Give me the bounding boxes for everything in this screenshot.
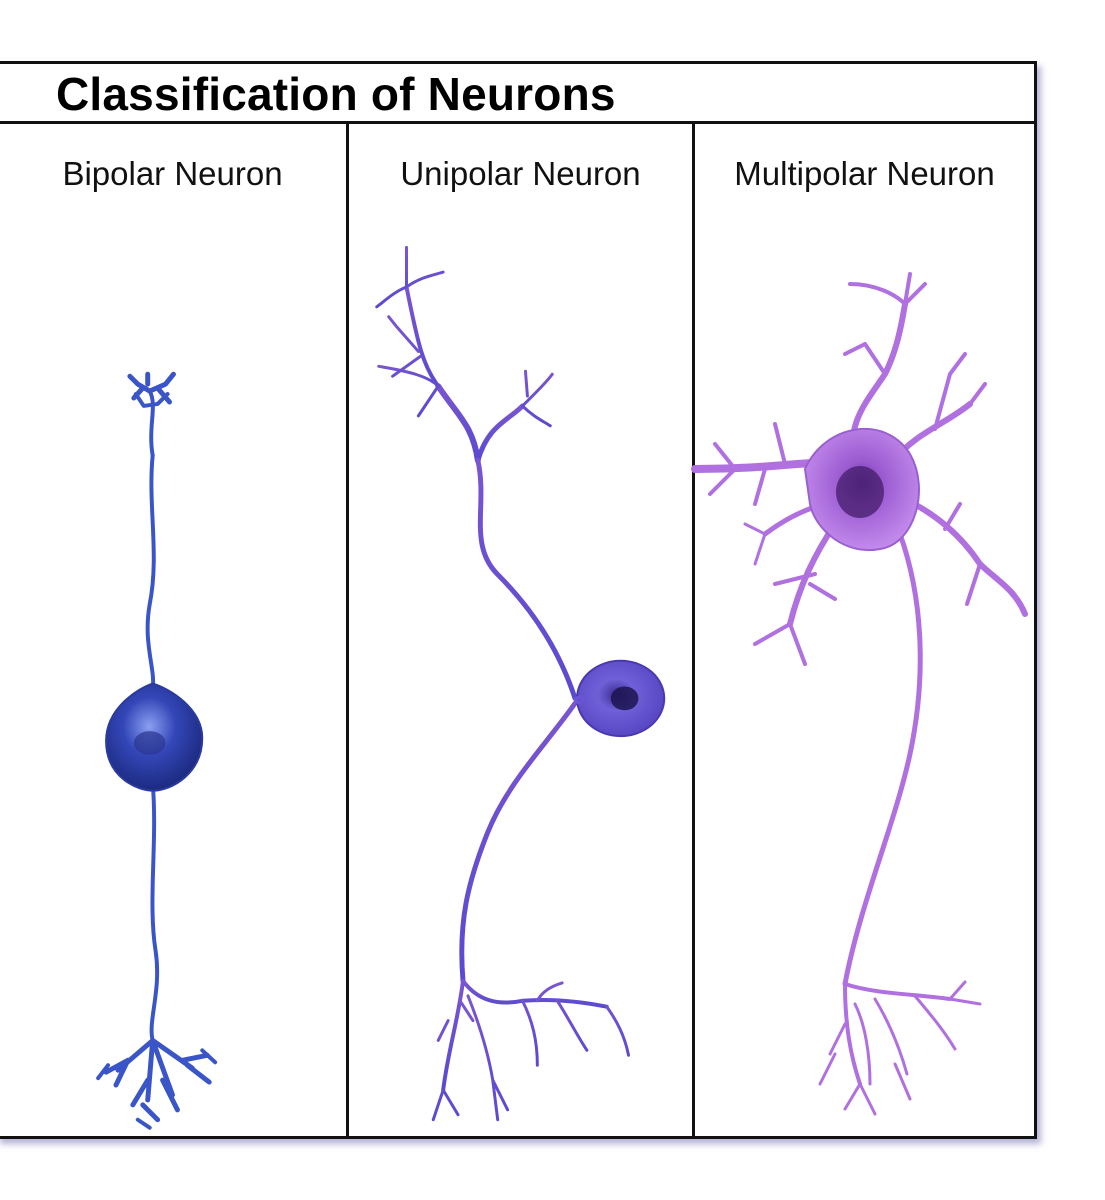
panel-bipolar: Bipolar Neuron xyxy=(0,124,349,1136)
bipolar-neuron-label: Bipolar Neuron xyxy=(62,155,283,192)
unipolar-neuron-icon xyxy=(375,245,666,1122)
bipolar-neuron-icon xyxy=(96,371,218,1130)
unipolar-neuron-label: Unipolar Neuron xyxy=(400,155,641,192)
panel-unipolar: Unipolar Neuron xyxy=(349,124,695,1136)
multipolar-neuron-icon xyxy=(691,272,1028,1116)
figure-title: Classification of Neurons xyxy=(56,68,616,120)
title-row: Classification of Neurons xyxy=(0,64,1034,124)
multipolar-neuron-label: Multipolar Neuron xyxy=(734,155,995,192)
panel-multipolar: Multipolar Neuron xyxy=(691,124,1034,1136)
neuron-classification-figure: Classification of Neurons Bipolar Neuron xyxy=(0,61,1037,1139)
